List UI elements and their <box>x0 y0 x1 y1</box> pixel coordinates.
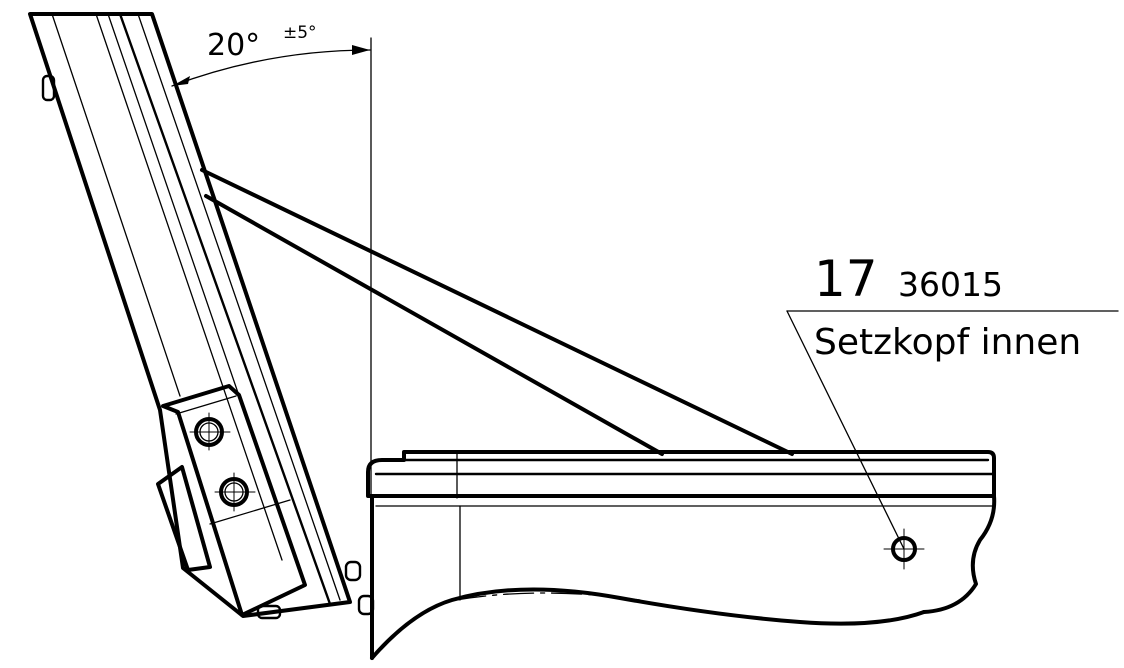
callout-description: Setzkopf innen <box>814 322 1081 363</box>
bracket-inner-edge <box>175 395 237 415</box>
callout-leader-line <box>786 310 905 550</box>
arm-break-bottom <box>370 587 926 660</box>
angle-arrow-right <box>352 45 370 55</box>
horizontal-arm <box>366 450 997 660</box>
post-profile-line-5 <box>137 13 341 601</box>
bracket-plate <box>161 384 307 617</box>
arm-top-rail <box>366 450 996 498</box>
bracket-foot <box>256 604 282 620</box>
angle-dimension: 20° ±5° <box>171 23 371 87</box>
angle-tolerance: ±5° <box>283 23 317 43</box>
angle-arc <box>171 49 371 87</box>
tilted-post <box>28 12 352 618</box>
post-boss-top <box>41 74 56 102</box>
part-callout: 17 36015 Setzkopf innen <box>786 250 1119 550</box>
clamp-bracket <box>156 384 375 620</box>
brace-edge-lower <box>204 194 664 456</box>
angle-arrow-left <box>172 76 190 86</box>
post-profile-line-2 <box>95 13 283 561</box>
bracket-side-block <box>156 465 212 572</box>
brace-edge-upper <box>200 168 794 456</box>
callout-part-number: 36015 <box>898 265 1003 304</box>
callout-item-number: 17 <box>814 250 878 308</box>
post-profile-line-4 <box>118 12 332 606</box>
bracket-bolt-lower <box>214 472 256 512</box>
diagonal-brace <box>200 168 794 456</box>
post-profile-line-1 <box>51 13 181 397</box>
bracket-bolt-upper <box>189 412 231 451</box>
arm-break-right <box>922 494 997 614</box>
bracket-split-line <box>209 499 291 525</box>
hinge-bolt-head-1 <box>344 560 362 582</box>
arm-centerline <box>455 592 641 601</box>
angle-value: 20° <box>207 28 260 63</box>
